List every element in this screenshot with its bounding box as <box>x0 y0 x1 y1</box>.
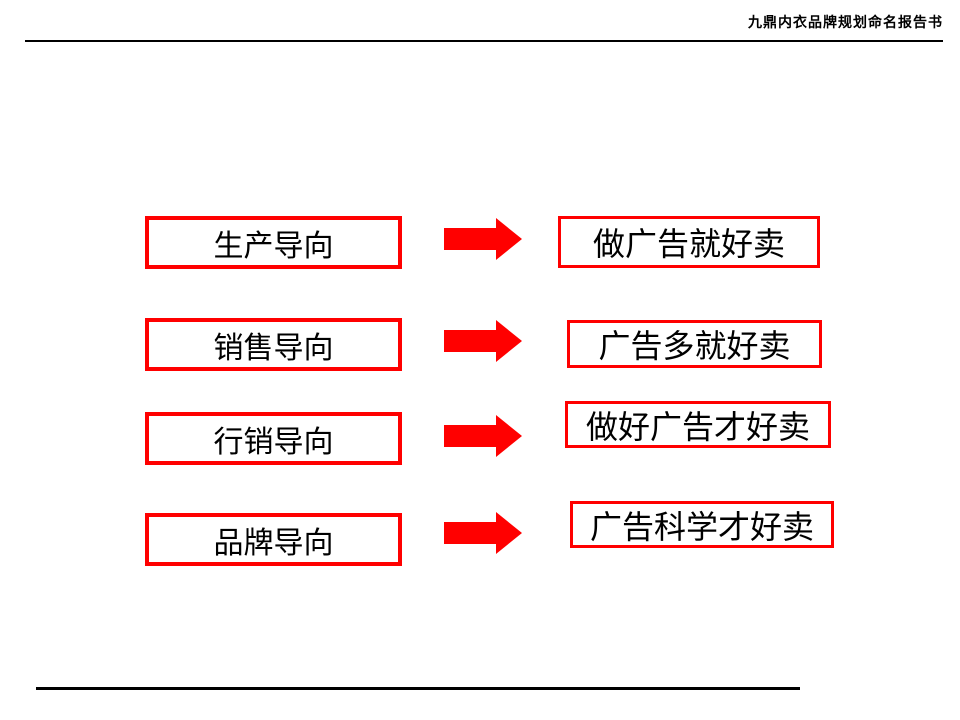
right-box-label: 做好广告才好卖 <box>585 407 810 446</box>
right-box-result-4: 广告科学才好卖 <box>570 501 834 548</box>
header-title: 九鼎内衣品牌规划命名报告书 <box>748 15 943 31</box>
left-box-brand-oriented: 品牌导向 <box>145 513 402 566</box>
right-box-result-3: 做好广告才好卖 <box>565 401 831 448</box>
right-box-result-1: 做广告就好卖 <box>558 216 820 268</box>
right-arrow-icon <box>444 415 522 457</box>
right-box-label: 广告科学才好卖 <box>589 507 814 546</box>
right-box-label: 做广告就好卖 <box>592 225 785 263</box>
header-divider-line <box>25 40 943 42</box>
left-box-label: 行销导向 <box>213 424 334 460</box>
left-box-label: 生产导向 <box>213 228 334 264</box>
left-box-production-oriented: 生产导向 <box>145 216 402 269</box>
right-box-result-2: 广告多就好卖 <box>567 320 822 368</box>
left-box-label: 销售导向 <box>213 330 334 366</box>
right-box-label: 广告多就好卖 <box>598 327 791 365</box>
left-box-marketing-oriented: 行销导向 <box>145 412 402 465</box>
left-box-sales-oriented: 销售导向 <box>145 318 402 371</box>
footer-divider-line <box>36 687 800 690</box>
left-box-label: 品牌导向 <box>213 525 334 561</box>
right-arrow-icon <box>444 320 522 362</box>
right-arrow-icon <box>444 218 522 260</box>
right-arrow-icon <box>444 512 522 554</box>
